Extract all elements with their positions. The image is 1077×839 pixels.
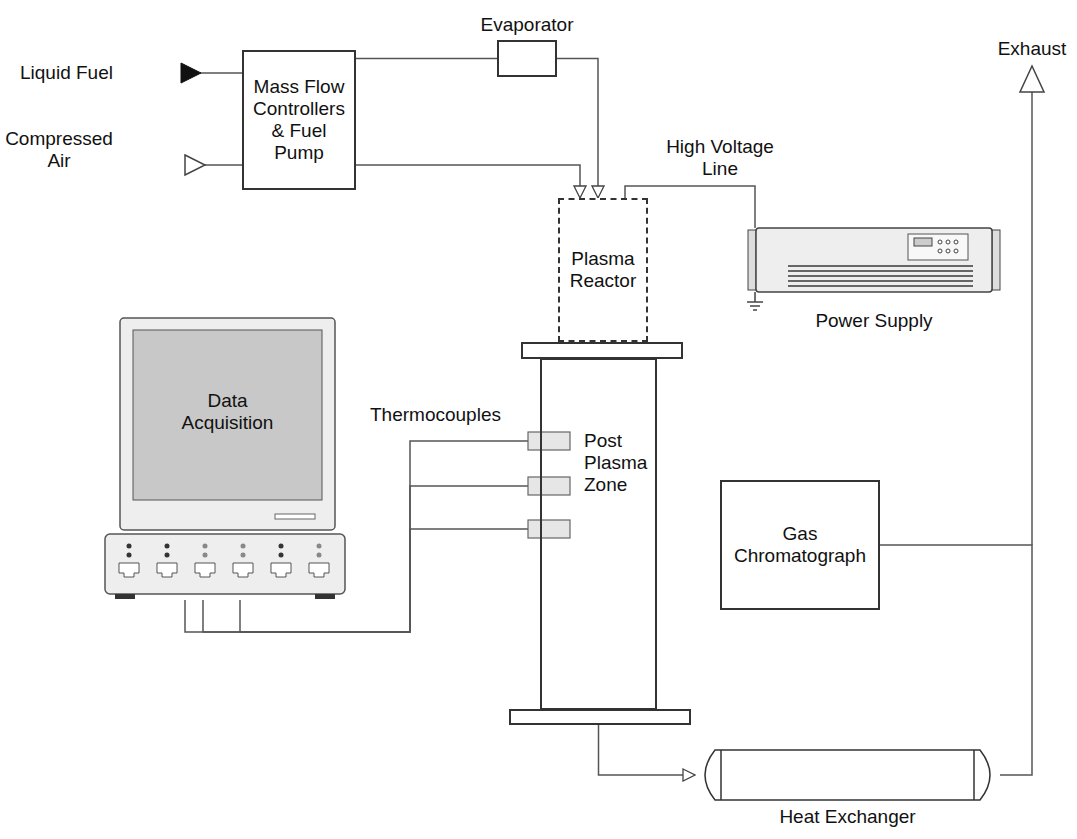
base-foot xyxy=(115,594,135,599)
thermocouple xyxy=(528,477,570,495)
indicator-led xyxy=(317,553,322,558)
indicator-led xyxy=(241,553,246,558)
indicator-led xyxy=(165,553,170,558)
heat-exchanger-drawing xyxy=(695,750,1000,800)
vent-slot xyxy=(788,270,973,272)
process-box: Gas Chromatograph xyxy=(720,480,880,610)
flow-label: Exhaust xyxy=(992,38,1072,60)
node-label: Post Plasma Zone xyxy=(584,430,654,496)
panel-knob xyxy=(954,249,958,253)
indicator-led xyxy=(203,553,208,558)
air-arrow xyxy=(185,155,205,175)
power-supply: Power Supply xyxy=(748,228,1000,292)
fuel-line xyxy=(200,72,242,74)
node-label: Gas Chromatograph xyxy=(728,523,872,567)
ground-bar xyxy=(747,301,763,303)
indicator-led xyxy=(165,544,170,549)
panel-knob xyxy=(954,240,958,244)
vent-slot xyxy=(788,285,973,287)
input-port xyxy=(119,563,139,577)
exchanger-shell xyxy=(705,750,990,800)
ground-lead xyxy=(754,292,756,302)
tube-sheet xyxy=(720,750,722,800)
fuel-arrow xyxy=(181,63,201,83)
indicator-led xyxy=(241,544,246,549)
ground-bar xyxy=(750,305,760,307)
ground-bar xyxy=(753,309,757,311)
flow-connector xyxy=(599,724,696,775)
panel-knob xyxy=(938,249,942,253)
node-label: Plasma Reactor xyxy=(566,248,640,292)
indicator-led xyxy=(203,544,208,549)
indicator-led xyxy=(279,544,284,549)
vent-slot xyxy=(788,265,973,267)
exhaust-line xyxy=(1031,92,1033,545)
indicator-led xyxy=(317,544,322,549)
process-box: Evaporator xyxy=(497,40,557,77)
indicator-led xyxy=(127,544,132,549)
post-plasma-column: Post Plasma Zone xyxy=(540,358,657,710)
exhaust-arrow xyxy=(1020,66,1044,92)
flow-connector xyxy=(356,58,497,60)
heat-exchanger: Heat Exchanger xyxy=(695,750,1000,800)
base-foot xyxy=(315,594,335,599)
flow-connector xyxy=(356,165,580,198)
input-port xyxy=(233,563,253,577)
flow-label: Thermocouples xyxy=(370,404,501,426)
bottom-flange xyxy=(510,710,690,724)
drive-slot xyxy=(275,514,315,519)
node-label: Data Acquisition xyxy=(133,390,322,434)
flow-connector xyxy=(557,59,598,199)
vent-slot xyxy=(788,275,973,277)
flow-label: Compressed Air xyxy=(4,128,114,172)
edge-label: High Voltage Line xyxy=(660,136,780,180)
node-label: Mass Flow Controllers & Fuel Pump xyxy=(250,76,348,164)
rack-body xyxy=(756,228,992,292)
indicator-led xyxy=(127,553,132,558)
reactor-box: Plasma Reactor xyxy=(558,198,648,342)
node-label: Evaporator xyxy=(481,14,574,36)
tube-sheet xyxy=(973,750,975,800)
rack-ear xyxy=(748,230,756,290)
data-acquisition-unit: Data Acquisition xyxy=(105,318,345,600)
node-label: Heat Exchanger xyxy=(779,806,915,828)
air-line xyxy=(205,164,242,166)
rack-panel xyxy=(908,234,968,260)
input-port xyxy=(271,563,291,577)
panel-knob xyxy=(938,240,942,244)
thermocouple xyxy=(528,432,570,450)
indicator-led xyxy=(279,553,284,558)
panel-display xyxy=(914,238,932,246)
instrument-base xyxy=(105,534,345,594)
flow-label: Liquid Fuel xyxy=(20,62,113,84)
panel-knob xyxy=(946,240,950,244)
process-box: Mass Flow Controllers & Fuel Pump xyxy=(242,50,356,190)
power-supply-drawing xyxy=(748,228,1000,292)
node-label: Power Supply xyxy=(815,310,932,332)
input-port xyxy=(195,563,215,577)
ground-symbol xyxy=(747,292,763,310)
input-port xyxy=(309,563,329,577)
input-port xyxy=(157,563,177,577)
flow-connector xyxy=(880,545,1032,775)
data-acquisition-unit-drawing xyxy=(105,318,345,600)
vent-slot xyxy=(788,280,973,282)
rack-ear xyxy=(992,230,1000,290)
monitor-frame xyxy=(120,318,335,530)
monitor-screen xyxy=(133,330,322,500)
top-flange xyxy=(522,343,682,358)
panel-knob xyxy=(946,249,950,253)
thermocouple xyxy=(528,520,570,538)
